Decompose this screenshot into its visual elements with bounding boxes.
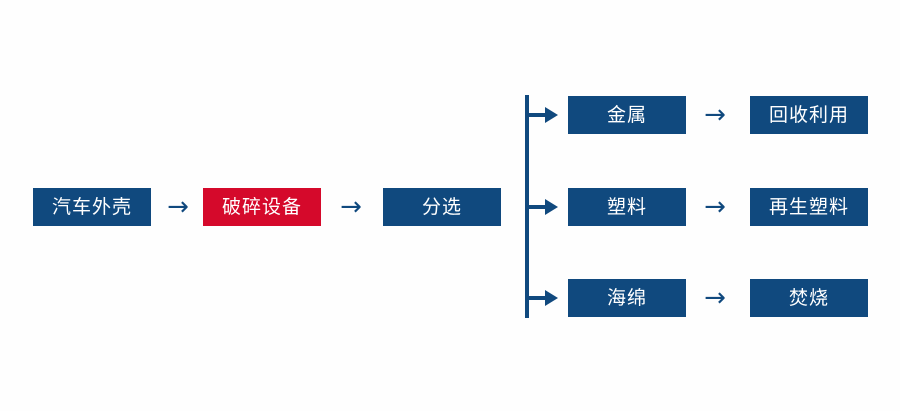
node-crushing-equipment[interactable]: 破碎设备 bbox=[203, 188, 321, 226]
branch-stub-metal bbox=[527, 113, 547, 117]
arrow-right-icon-sponge-to-output: → bbox=[704, 283, 726, 313]
branch-arrowhead-metal bbox=[545, 107, 558, 123]
branch-arrowhead-plastic bbox=[545, 199, 558, 215]
node-sponge-output-incineration[interactable]: 焚烧 bbox=[750, 279, 868, 317]
arrow-right-icon-input-to-crusher: → bbox=[167, 192, 189, 222]
arrow-right-icon-crusher-to-sorting: → bbox=[340, 192, 362, 222]
arrow-right-icon-plastic-to-output: → bbox=[704, 192, 726, 222]
node-metal-output-recycling[interactable]: 回收利用 bbox=[750, 96, 868, 134]
node-plastic-output-regenerated[interactable]: 再生塑料 bbox=[750, 188, 868, 226]
node-input-car-shell[interactable]: 汽车外壳 bbox=[33, 188, 151, 226]
node-plastic[interactable]: 塑料 bbox=[568, 188, 686, 226]
branch-arrowhead-sponge bbox=[545, 290, 558, 306]
branch-stub-plastic bbox=[527, 205, 547, 209]
node-metal[interactable]: 金属 bbox=[568, 96, 686, 134]
branch-stub-sponge bbox=[527, 296, 547, 300]
arrow-right-icon-metal-to-output: → bbox=[704, 100, 726, 130]
node-sponge[interactable]: 海绵 bbox=[568, 279, 686, 317]
node-sorting[interactable]: 分选 bbox=[383, 188, 501, 226]
